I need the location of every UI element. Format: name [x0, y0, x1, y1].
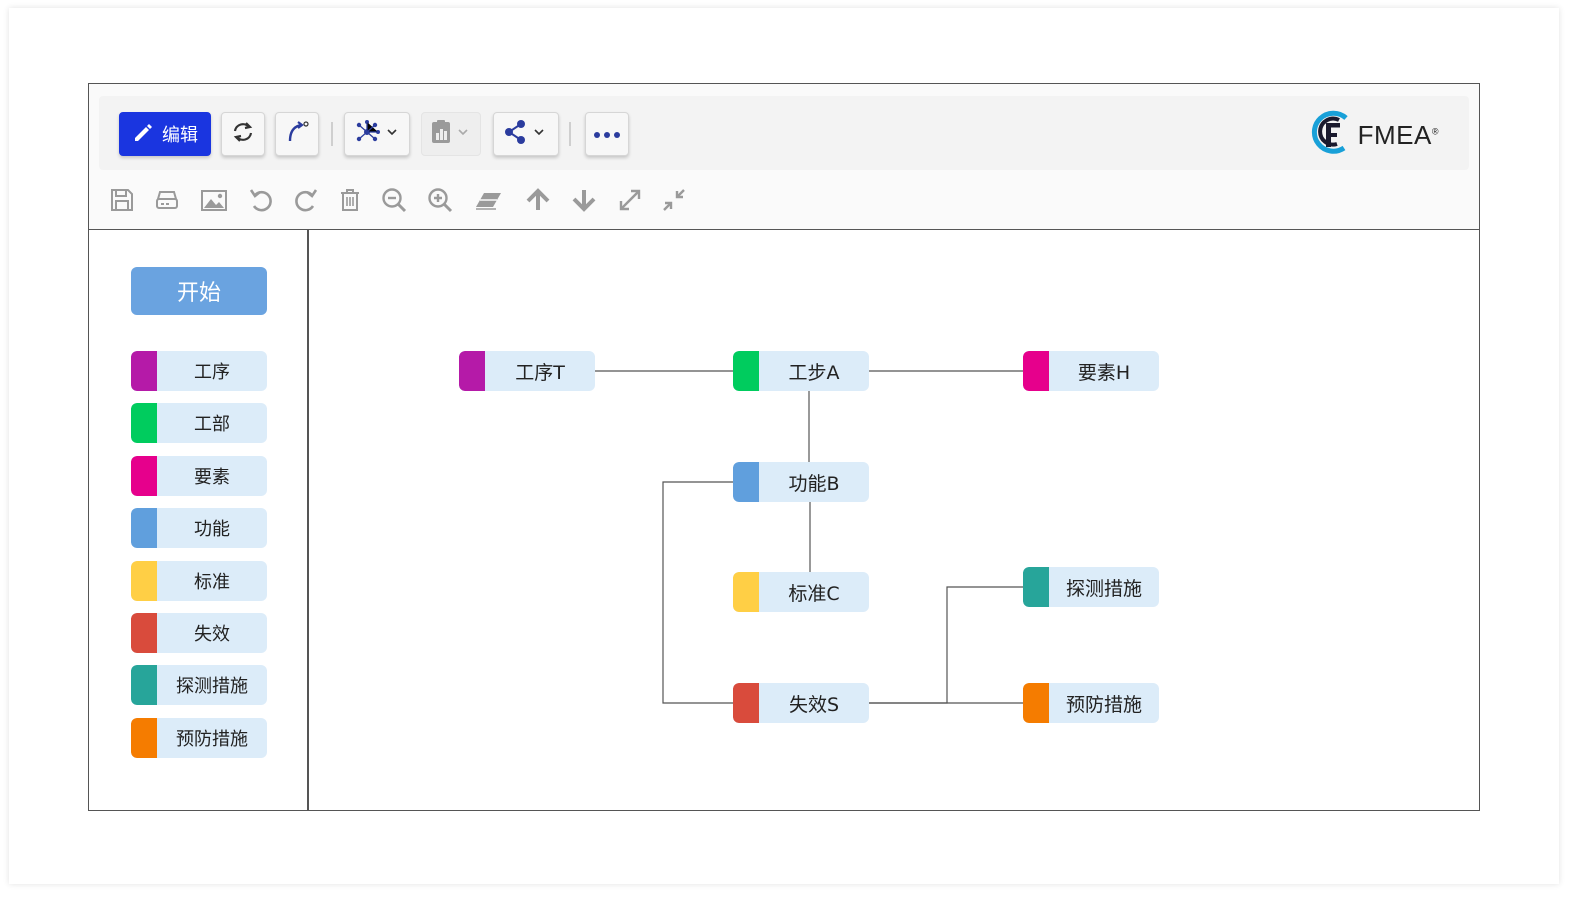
diagram-node[interactable]: 失效S — [733, 683, 869, 723]
diagram-node[interactable]: 要素H — [1023, 351, 1159, 391]
legend-item[interactable]: 工部 — [131, 403, 267, 444]
diagram-node[interactable]: 预防措施 — [1023, 683, 1159, 723]
legend-swatch — [131, 665, 157, 706]
node-label: 失效S — [788, 693, 840, 716]
connector-line — [869, 586, 1023, 704]
save-icon[interactable] — [107, 184, 137, 216]
pencil-icon — [132, 121, 154, 148]
legend-swatch — [131, 508, 157, 549]
top-area: 编辑 — [89, 84, 1479, 230]
diagram-node[interactable]: 工序T — [459, 351, 595, 391]
edit-button[interactable]: 编辑 — [119, 112, 211, 156]
image-icon[interactable] — [199, 184, 229, 216]
node-swatch — [1023, 683, 1049, 723]
move-down-icon[interactable] — [569, 184, 599, 216]
connect-button[interactable] — [275, 112, 319, 156]
legend-swatch — [131, 560, 157, 601]
redo-icon[interactable] — [291, 184, 321, 216]
diagram-node[interactable]: 标准C — [733, 572, 869, 612]
legend-label: 工部 — [194, 414, 230, 436]
delete-icon[interactable] — [335, 184, 365, 216]
legend-label: 工序 — [194, 362, 230, 383]
node-swatch — [733, 351, 759, 391]
legend-label: 标准 — [194, 571, 230, 593]
connector-line — [662, 481, 733, 704]
share-button[interactable] — [493, 112, 559, 156]
undo-icon[interactable] — [246, 184, 276, 216]
node-label: 预防措施 — [1065, 693, 1142, 716]
toolbar-separator — [331, 122, 333, 146]
node-swatch — [459, 351, 485, 391]
toolbar-separator — [569, 122, 571, 146]
layout-icon — [355, 119, 399, 149]
legend-item[interactable]: 预防措施 — [131, 717, 267, 758]
legend-item[interactable]: 工序 — [131, 351, 267, 391]
legend-swatch — [131, 717, 157, 758]
zoom-out-icon[interactable] — [379, 184, 409, 216]
refresh-button[interactable] — [221, 112, 265, 156]
legend-item[interactable]: 标准 — [131, 560, 267, 601]
diagram-node[interactable]: 功能B — [733, 462, 869, 502]
legend-label: 失效 — [194, 624, 230, 645]
layout-button[interactable] — [344, 112, 410, 156]
legend-label: 要素 — [194, 466, 230, 488]
clipboard-chart-icon — [429, 118, 473, 150]
diagram-canvas: 工序T 工步A 要素H 功能B 标准C 失效S 探测措施预防措施 — [311, 230, 1479, 810]
move-up-icon[interactable] — [523, 184, 553, 216]
legend-label: 预防措施 — [176, 728, 248, 750]
print-icon[interactable] — [152, 184, 182, 216]
edit-label: 编辑 — [162, 125, 198, 146]
node-swatch — [733, 572, 759, 612]
legend-item[interactable]: 要素 — [131, 455, 267, 496]
node-swatch — [1023, 351, 1049, 391]
app-frame: 编辑 — [88, 83, 1480, 811]
share-icon — [504, 119, 548, 149]
node-swatch — [1023, 567, 1049, 607]
start-button[interactable]: 开始 — [131, 267, 267, 315]
more-button[interactable] — [585, 112, 629, 156]
node-label: 标准C — [788, 582, 840, 605]
node-label: 功能B — [788, 472, 840, 495]
sidebar: 开始 工序工部要素功能标准失效探测措施预防措施 — [89, 230, 309, 810]
legend-swatch — [131, 351, 157, 391]
legend-label: 功能 — [194, 519, 230, 541]
report-button[interactable] — [421, 112, 481, 156]
legend-item[interactable]: 功能 — [131, 508, 267, 549]
legend-label: 探测措施 — [176, 676, 248, 698]
main-toolbar: 编辑 — [99, 96, 1469, 170]
legend-item[interactable]: 失效 — [131, 613, 267, 653]
legend-swatch — [131, 613, 157, 653]
legend-swatch — [131, 403, 157, 444]
curve-arrow-icon — [284, 119, 310, 149]
zoom-in-icon[interactable] — [425, 184, 455, 216]
node-label: 探测措施 — [1065, 577, 1142, 600]
fmea-logo: FMEA® — [1308, 110, 1439, 160]
diagram-node[interactable]: 工步A — [733, 351, 869, 391]
node-label: 工步A — [788, 361, 840, 384]
fmea-logo-icon — [1308, 108, 1352, 162]
node-swatch — [733, 683, 759, 723]
node-label: 工序T — [515, 361, 565, 384]
legend-swatch — [131, 455, 157, 496]
more-icon — [593, 125, 621, 144]
collapse-icon[interactable] — [659, 184, 689, 216]
expand-icon[interactable] — [615, 184, 645, 216]
node-swatch — [733, 462, 759, 502]
fmea-logo-text: FMEA® — [1357, 119, 1439, 150]
diagram-node[interactable]: 探测措施 — [1023, 567, 1159, 607]
eraser-icon[interactable] — [474, 184, 504, 216]
refresh-icon — [230, 119, 256, 149]
connector-lines — [595, 370, 1023, 704]
legend-item[interactable]: 探测措施 — [131, 665, 267, 706]
node-label: 要素H — [1077, 361, 1131, 384]
